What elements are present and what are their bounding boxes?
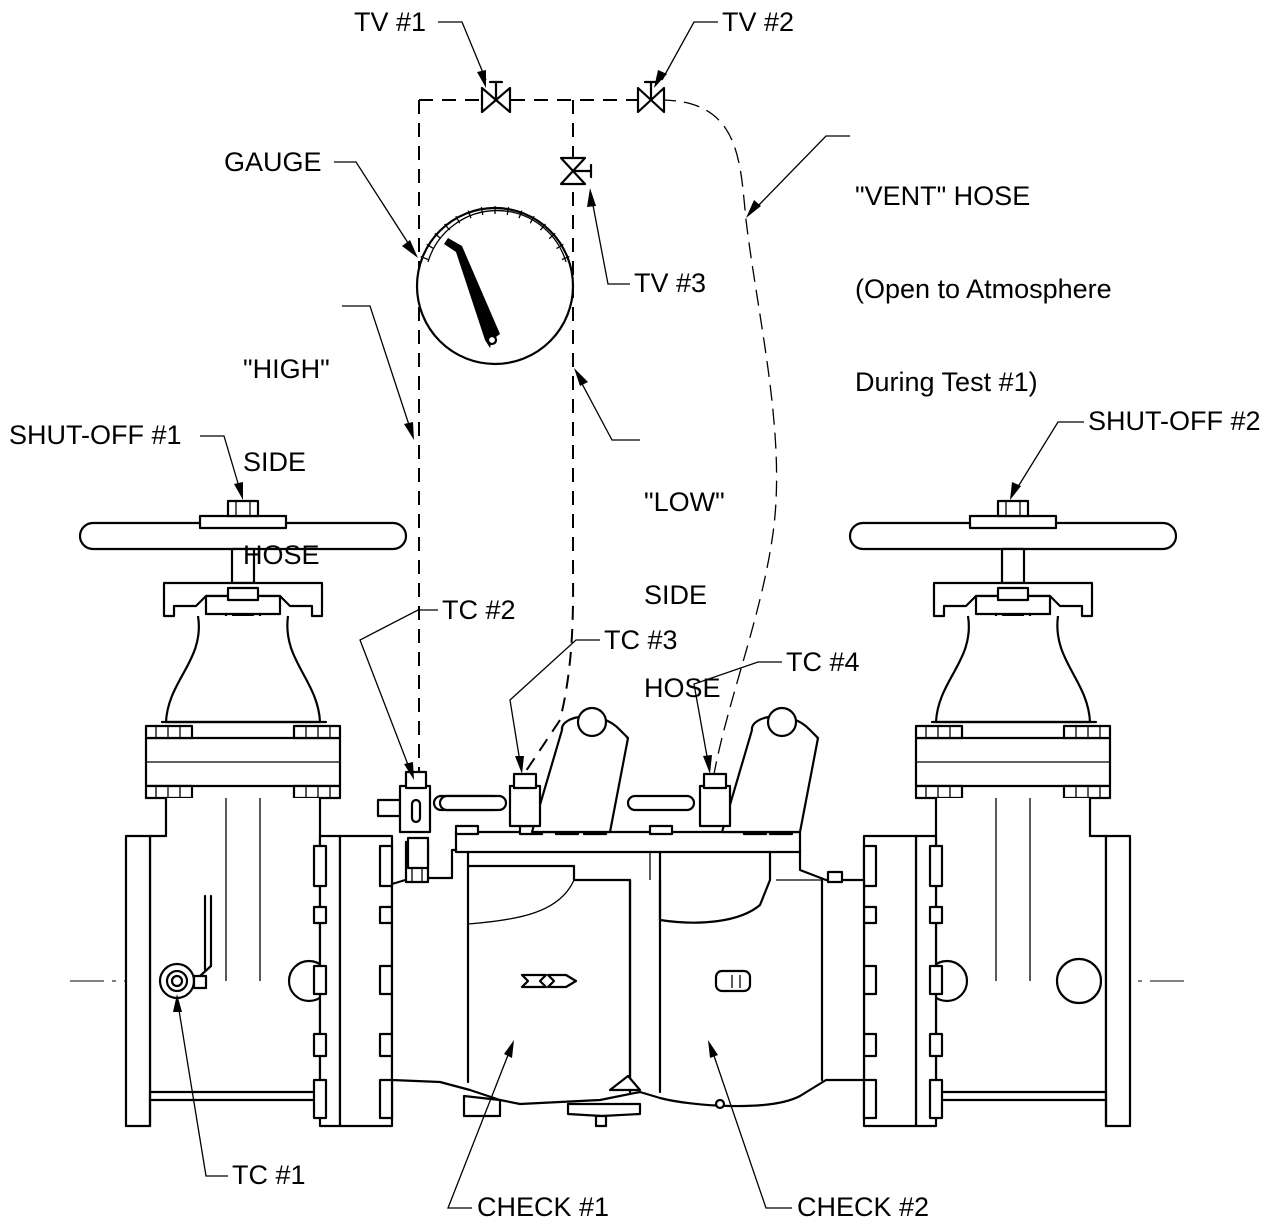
vent-hose [659,99,778,775]
leader-lines [173,21,1084,1209]
label-check-1: CHECK #1 [477,1192,610,1222]
low-side-line-3: HOSE [644,673,721,703]
label-tv3: TV #3 [634,268,707,298]
gauge-tick [548,232,556,240]
vent-hose-line-1: "VENT" HOSE [855,181,1031,211]
label-low-side-hose: "LOW" SIDE HOSE [644,425,725,735]
gauge-needle [444,238,500,348]
high-side-line-3: HOSE [243,540,320,570]
gauge-tick [420,255,429,261]
double-check-body [390,824,866,1128]
test-valve-1 [480,80,512,114]
label-tc2: TC #2 [442,595,516,625]
test-kit-hoses [418,99,778,775]
vent-hose-line-2: (Open to Atmosphere [855,274,1112,304]
flange-bolts [312,844,944,1120]
test-valve-2 [636,80,666,114]
gauge-tick [444,223,451,231]
test-cock-4 [626,772,732,828]
high-side-line-1: "HIGH" [243,354,330,384]
shutoff-valve-1 [78,499,408,1128]
check-2-cover [720,706,820,834]
label-gauge: GAUGE [224,147,322,177]
test-cock-3 [438,772,542,828]
label-tc4: TC #4 [786,647,860,677]
gauge-tick [434,232,442,240]
label-shutoff-2: SHUT-OFF #2 [1088,406,1261,436]
low-side-hose [523,100,575,775]
gauge-tick [480,207,484,216]
gauge-tick [539,223,546,231]
differential-gauge [415,206,575,366]
low-side-line-1: "LOW" [644,487,725,517]
high-side-line-2: SIDE [243,447,307,477]
gauge-tick [426,243,434,250]
shutoff-valve-2 [848,499,1178,1128]
check-1-cover [530,706,630,834]
label-check-2: CHECK #2 [797,1192,930,1222]
gauge-tick [556,243,564,250]
vent-hose-line-3: During Test #1) [855,367,1038,397]
gauge-tick [518,210,523,219]
label-high-side-hose: "HIGH" SIDE HOSE [243,292,330,602]
label-vent-hose: "VENT" HOSE (Open to Atmosphere During T… [855,119,1112,429]
test-valve-3 [559,156,593,186]
gauge-tick [529,215,535,224]
gauge-tick [455,215,461,224]
label-tc1: TC #1 [232,1160,306,1190]
label-tv2: TV #2 [722,7,795,37]
label-tv1: TV #1 [354,7,427,37]
gauge-tick [561,255,570,261]
gauge-tick [506,207,510,216]
label-shutoff-1: SHUT-OFF #1 [9,420,182,450]
label-tc3: TC #3 [604,625,678,655]
low-side-line-2: SIDE [644,580,708,610]
cover-plate [454,830,802,854]
gauge-tick [467,210,472,219]
